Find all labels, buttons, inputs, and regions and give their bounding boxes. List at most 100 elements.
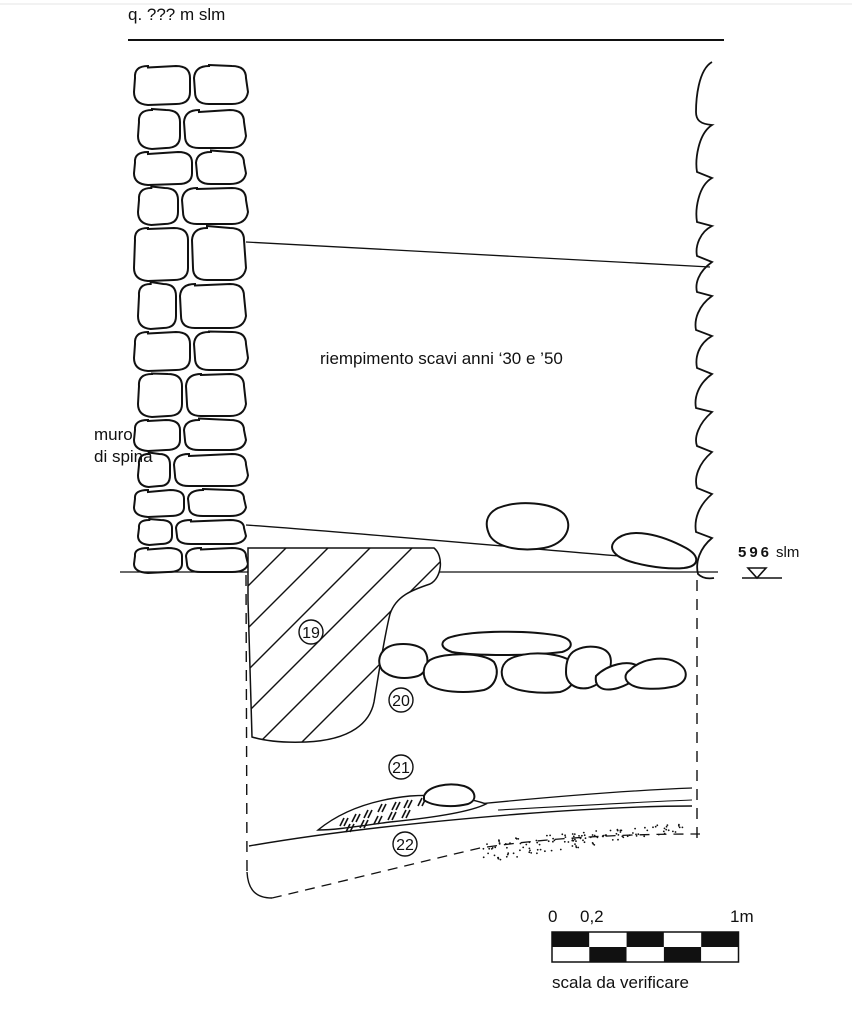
scale-bar-frame (551, 931, 740, 963)
burnt-mark (417, 797, 423, 807)
burnt-mark (343, 817, 349, 827)
stipple-dot (493, 854, 496, 857)
burnt-mark (381, 803, 387, 813)
stipple-dot (577, 846, 580, 849)
burnt-mark (349, 823, 355, 833)
stipple-dot (573, 833, 576, 835)
stipple-dot (516, 856, 518, 858)
stipple-dot (583, 841, 586, 844)
stipple-dot (663, 827, 666, 830)
stipple-dot (584, 837, 587, 840)
stipple-dot (595, 830, 598, 832)
scale-tick-0-2: 0,2 (580, 907, 604, 926)
burnt-mark (359, 819, 365, 829)
wall-stone (184, 372, 248, 417)
burnt-mark (391, 811, 397, 821)
stipple-dot (488, 847, 491, 850)
stipple-dot (574, 843, 576, 845)
wall-stone (136, 107, 181, 151)
wall-stone (190, 224, 248, 281)
scale-bar-cell (626, 947, 664, 962)
wall-stone (174, 518, 248, 545)
burnt-mark (339, 817, 345, 827)
trench-left-edge (245, 574, 248, 873)
stipple-dot (567, 841, 570, 843)
burnt-mark (345, 823, 351, 833)
stipple-dot (538, 843, 541, 846)
burnt-mark (405, 809, 411, 819)
stipple-dot (622, 836, 625, 839)
stone (422, 653, 498, 693)
stipple-dot (575, 840, 577, 842)
stipple-dot (564, 836, 567, 838)
burnt-mark (351, 813, 357, 823)
stipple-dot (546, 834, 548, 837)
stipple-dot (652, 826, 654, 829)
wall-stone (182, 108, 248, 149)
stipple-dot (635, 835, 638, 837)
burnt-mark (395, 801, 401, 811)
stone (485, 502, 570, 551)
stipple-dot (674, 831, 677, 833)
stipple-dot (487, 852, 489, 855)
stipple-dot (615, 832, 618, 835)
hatch-line (248, 548, 357, 743)
stipple-dot (578, 835, 580, 837)
stipple-dot (539, 848, 542, 851)
burnt-mark (401, 809, 407, 819)
burnt-mark (355, 813, 361, 823)
stipple-dot (571, 845, 574, 847)
stipple-dot (591, 834, 594, 836)
stipple-dot (662, 830, 665, 833)
stipple-dot (536, 848, 539, 851)
wall-stone (136, 280, 177, 331)
unit-20-number: 20 (392, 693, 410, 710)
stone (441, 630, 572, 656)
unit-19-number: 19 (302, 625, 320, 642)
stone (500, 652, 577, 694)
stipple-dot (654, 825, 657, 828)
wall-stone (180, 186, 250, 225)
fill-label: riempimento scavi anni ‘30 e ’50 (320, 349, 563, 368)
stipple-dot (506, 846, 508, 849)
stipple-dot (498, 843, 501, 845)
stipple-dot (656, 824, 659, 827)
stipple-dot (617, 838, 619, 841)
wall-label-line1: muro (94, 425, 133, 444)
stipple-dot (491, 847, 494, 849)
stipple-dot (635, 833, 637, 836)
stipple-dot (582, 839, 584, 842)
wall-stone (186, 487, 248, 517)
wall-stone (136, 372, 183, 419)
stipple-dot (530, 852, 533, 854)
scale-bar-cell (701, 932, 739, 947)
stipple-dot (507, 852, 510, 855)
stipple-dot (505, 855, 508, 858)
scale-bar-cell (589, 932, 627, 947)
stone (423, 783, 476, 808)
unit-20-circle (388, 687, 414, 713)
stipple-dot (681, 826, 684, 829)
stone (624, 657, 687, 690)
stipple-dot (563, 840, 566, 843)
burnt-mark (363, 819, 369, 829)
burnt-mark (403, 799, 409, 809)
stipple-dot (544, 850, 546, 853)
scale-bar (551, 931, 740, 963)
right-section-edge (694, 61, 715, 580)
unit-21-number: 21 (392, 760, 410, 777)
wall-stone (182, 417, 248, 451)
wall-stone (184, 546, 250, 573)
stipple-dot (536, 852, 538, 855)
dotted-lens (474, 820, 692, 866)
unit-22-number: 22 (396, 837, 414, 854)
stipple-dot (677, 825, 680, 827)
datum-value: 596 (738, 544, 772, 561)
stipple-dot (499, 858, 502, 861)
trench-bottom-corner (246, 871, 273, 899)
stipple-dot (482, 847, 485, 850)
fill-boundary-upper (245, 241, 711, 268)
stipple-dot (616, 829, 619, 832)
stipple-dot (667, 829, 670, 832)
burnt-mark (363, 809, 369, 819)
